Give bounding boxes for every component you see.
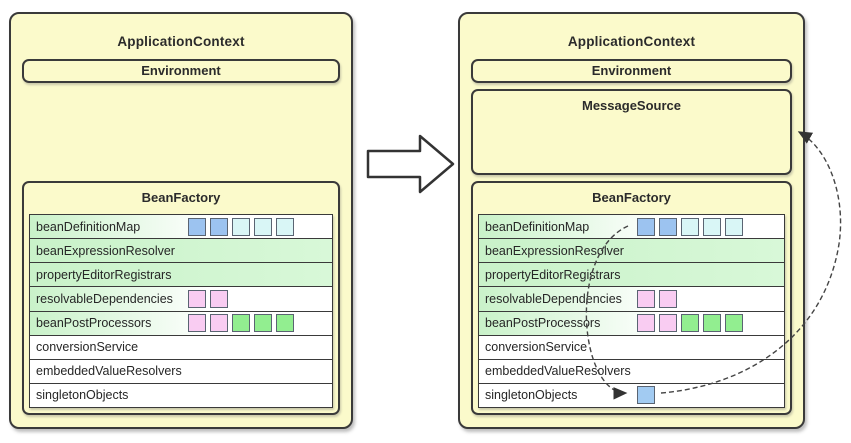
row-label: singletonObjects [36,388,129,403]
bean-square-singleton_blue-icon [637,386,655,405]
bean-factory-row: embeddedValueResolvers [30,358,332,383]
bean-squares [188,314,294,333]
bean-square-green-icon [725,314,743,333]
row-label: beanExpressionResolver [36,243,175,258]
bean-square-pink-icon [659,314,677,333]
row-label: beanDefinitionMap [485,219,590,234]
bean-squares [188,217,294,236]
bean-square-cyan-icon [232,217,250,236]
bean-square-blue-icon [637,217,655,236]
bean-squares [637,314,743,333]
bean-factory-row: resolvableDependencies [30,286,332,311]
row-label: beanPostProcessors [36,316,152,331]
bean-squares [188,289,228,308]
bean-factory-label: BeanFactory [141,190,221,205]
bean-square-green-icon [254,314,272,333]
bean-square-pink-icon [637,289,655,308]
bean-factory-row: propertyEditorRegistrars [479,262,784,287]
bean-square-green-icon [681,314,699,333]
bean-factory-row: singletonObjects [30,382,332,407]
bean-square-green-icon [232,314,250,333]
row-label: singletonObjects [485,388,578,403]
bean-square-blue-icon [210,217,228,236]
row-label: propertyEditorRegistrars [485,267,621,282]
environment-label: Environment [591,63,672,78]
bean-square-cyan-icon [254,217,272,236]
bean-factory-row: singletonObjects [479,382,784,407]
bean-squares [637,289,677,308]
bean-factory-box: BeanFactory beanDefinitionMap beanExpress… [471,181,792,415]
bean-factory-row: conversionService [30,334,332,359]
message-source-box: MessageSource [471,89,792,175]
row-label: propertyEditorRegistrars [36,267,172,282]
bean-square-cyan-icon [276,217,294,236]
bean-factory-rows: beanDefinitionMap beanExpressionResolver p… [478,214,785,408]
bean-square-green-icon [703,314,721,333]
bean-square-pink-icon [188,289,206,308]
environment-label: Environment [141,63,221,78]
bean-square-pink-icon [210,314,228,333]
bean-factory-box: BeanFactory beanDefinitionMap beanExpress… [22,181,340,415]
row-label: embeddedValueResolvers [36,364,182,379]
bean-factory-row: beanExpressionResolver [30,238,332,263]
row-label: conversionService [485,340,588,355]
transform-arrow-icon [366,134,455,194]
bean-square-blue-icon [188,217,206,236]
row-label: resolvableDependencies [36,291,173,306]
row-label: beanExpressionResolver [485,243,624,258]
bean-square-green-icon [276,314,294,333]
row-label: embeddedValueResolvers [485,364,631,379]
bean-squares [637,217,743,236]
bean-factory-row: embeddedValueResolvers [479,358,784,383]
bean-factory-row: conversionService [479,334,784,359]
application-context-before: ApplicationContext Environment BeanFacto… [9,12,353,429]
bean-square-blue-icon [659,217,677,236]
bean-factory-row: beanPostProcessors [30,310,332,335]
row-label: beanDefinitionMap [36,219,141,234]
bean-factory-row: beanExpressionResolver [479,238,784,263]
message-source-label: MessageSource [582,98,681,113]
bean-square-pink-icon [210,289,228,308]
environment-box: Environment [471,59,792,83]
bean-square-pink-icon [637,314,655,333]
environment-box: Environment [22,59,340,83]
bean-factory-row: beanPostProcessors [479,310,784,335]
bean-square-cyan-icon [703,217,721,236]
row-label: resolvableDependencies [485,291,622,306]
bean-squares [637,386,655,405]
row-label: conversionService [36,340,139,355]
bean-square-pink-icon [659,289,677,308]
bean-square-pink-icon [188,314,206,333]
bean-factory-row: beanDefinitionMap [479,215,784,239]
row-label: beanPostProcessors [485,316,601,331]
bean-factory-label: BeanFactory [592,190,671,205]
bean-square-cyan-icon [725,217,743,236]
panel-title: ApplicationContext [567,34,696,49]
bean-factory-row: beanDefinitionMap [30,215,332,239]
application-context-after: ApplicationContext Environment MessageSo… [458,12,805,429]
bean-factory-row: resolvableDependencies [479,286,784,311]
bean-square-cyan-icon [681,217,699,236]
panel-title: ApplicationContext [117,34,245,49]
bean-factory-rows: beanDefinitionMap beanExpressionResolver p… [29,214,333,408]
bean-factory-row: propertyEditorRegistrars [30,262,332,287]
